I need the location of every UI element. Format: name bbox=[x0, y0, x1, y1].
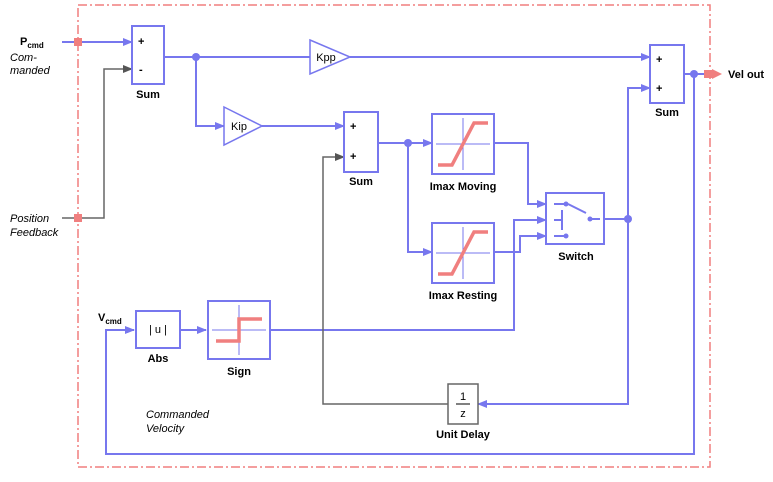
imax-moving-block[interactable]: Imax Moving bbox=[430, 113, 497, 193]
port-pcmd[interactable] bbox=[74, 38, 82, 46]
position-feedback-label-line2: Feedback bbox=[10, 227, 59, 239]
port-vel-out[interactable] bbox=[704, 70, 712, 78]
kpp-text: Kpp bbox=[316, 52, 336, 64]
unit-delay-label: Unit Delay bbox=[436, 429, 491, 441]
unit-delay-block[interactable]: 1 z Unit Delay bbox=[436, 383, 491, 441]
junction-dot bbox=[404, 139, 412, 147]
sum2-sign-bottom: + bbox=[350, 151, 356, 163]
sum1-block[interactable]: + - Sum bbox=[131, 25, 165, 101]
sum3-sign-bottom: + bbox=[656, 83, 662, 95]
sum1-label: Sum bbox=[136, 89, 160, 101]
sign-block[interactable]: Sign bbox=[207, 300, 271, 378]
sum1-sign-top: + bbox=[138, 36, 144, 48]
kpp-gain-block[interactable]: Kpp bbox=[309, 38, 352, 76]
abs-label: Abs bbox=[148, 353, 169, 365]
port-vel-out-arrow bbox=[712, 69, 722, 79]
vcmd-label: Vcmd bbox=[98, 312, 122, 326]
sign-label: Sign bbox=[227, 366, 251, 378]
port-position-feedback[interactable] bbox=[74, 214, 82, 222]
position-feedback-label-line1: Position bbox=[10, 213, 49, 225]
junction-dot bbox=[690, 70, 698, 78]
kip-gain-block[interactable]: Kip bbox=[223, 105, 264, 147]
imax-resting-block[interactable]: Imax Resting bbox=[429, 222, 497, 302]
sum3-label: Sum bbox=[655, 107, 679, 119]
sum2-label: Sum bbox=[349, 176, 373, 188]
abs-block[interactable]: | u | Abs bbox=[135, 310, 181, 365]
pcmd-label: Pcmd bbox=[20, 36, 44, 50]
unit-delay-denominator: z bbox=[460, 408, 466, 420]
commanded-velocity-label-line1: Commanded bbox=[146, 409, 210, 421]
sum2-block[interactable]: + + Sum bbox=[343, 111, 379, 188]
unit-delay-numerator: 1 bbox=[460, 391, 466, 403]
sum3-block[interactable]: + + Sum bbox=[649, 44, 685, 119]
commanded-velocity-label-line2: Velocity bbox=[146, 423, 186, 435]
sum1-sign-bottom: - bbox=[139, 64, 143, 76]
sum3-sign-top: + bbox=[656, 54, 662, 66]
sum2-sign-top: + bbox=[350, 121, 356, 133]
switch-label: Switch bbox=[558, 251, 594, 263]
junction-dot bbox=[192, 53, 200, 61]
vel-out-label: Vel out bbox=[728, 69, 764, 81]
commanded-label-line2: manded bbox=[10, 65, 51, 77]
imax-moving-label: Imax Moving bbox=[430, 181, 497, 193]
abs-text: | u | bbox=[149, 324, 167, 336]
junction-dot bbox=[624, 215, 632, 223]
subsystem-border bbox=[77, 4, 711, 468]
imax-resting-label: Imax Resting bbox=[429, 290, 497, 302]
kip-text: Kip bbox=[231, 121, 247, 133]
commanded-label-line1: Com- bbox=[10, 52, 37, 64]
signal-wires bbox=[62, 38, 704, 455]
switch-block[interactable]: Switch bbox=[545, 192, 605, 263]
